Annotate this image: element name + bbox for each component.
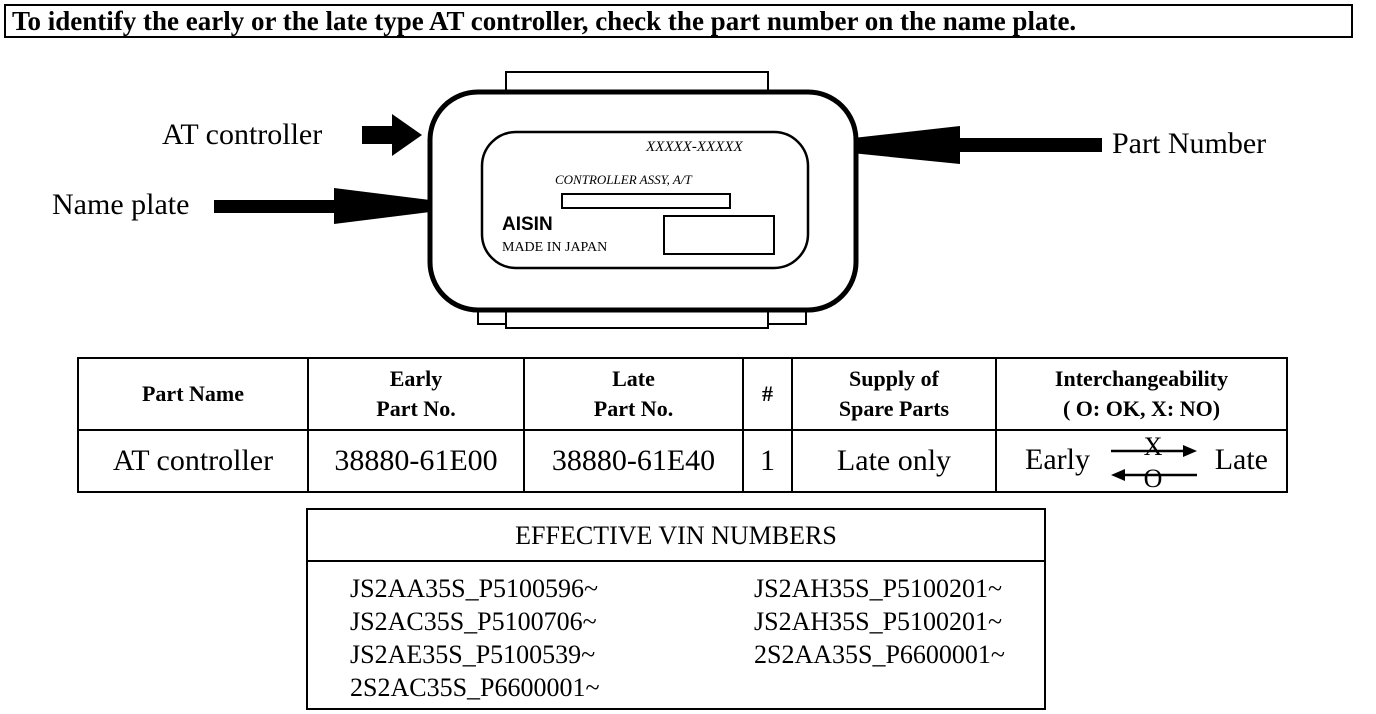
vin-left-column: JS2AA35S_P5100596~ JS2AC35S_P5100706~ JS…	[350, 572, 600, 704]
header-supply: Supply of Spare Parts	[791, 357, 997, 431]
effective-vin-box: EFFECTIVE VIN NUMBERS JS2AA35S_P5100596~…	[306, 508, 1046, 710]
plate-part-number: XXXXX-XXXXX	[646, 139, 743, 155]
interch-early-label: Early	[1025, 443, 1090, 476]
plate-assy-text: CONTROLLER ASSY, A/T	[555, 172, 692, 187]
cell-supply: Late only	[791, 429, 997, 493]
backward-mark: O	[1144, 464, 1163, 489]
vin-entry: JS2AC35S_P5100706~	[350, 607, 597, 636]
cell-interchangeability: Early X O Late	[995, 429, 1288, 493]
interch-late-label: Late	[1214, 443, 1268, 476]
at-controller-illustration	[427, 71, 859, 329]
header-interchangeability: Interchangeability ( O: OK, X: NO)	[995, 357, 1288, 431]
table-row: AT controller 38880-61E00 38880-61E40 1 …	[77, 429, 1288, 493]
forward-mark: X	[1144, 435, 1163, 461]
part-number-arrow	[782, 126, 1102, 164]
cell-late-part-no: 38880-61E40	[523, 429, 744, 493]
table-header-row: Part Name Early Part No. Late Part No. #…	[77, 357, 1288, 431]
header-late-part-no: Late Part No.	[523, 357, 744, 431]
instruction-banner: To identify the early or the late type A…	[4, 4, 1353, 38]
part-number-label: Part Number	[1112, 127, 1267, 160]
name-plate-label: Name plate	[52, 188, 190, 221]
vin-entry: JS2AA35S_P5100596~	[350, 574, 599, 603]
at-controller-label: AT controller	[162, 118, 323, 151]
cell-number: 1	[742, 429, 793, 493]
cell-part-name: AT controller	[77, 429, 309, 493]
vin-entry: JS2AH35S_P5100201~	[754, 574, 1003, 603]
plate-brand: AISIN	[502, 214, 553, 235]
name-plate-arrow	[214, 188, 478, 224]
vin-title: EFFECTIVE VIN NUMBERS	[308, 510, 1044, 562]
parts-table: Part Name Early Part No. Late Part No. #…	[77, 357, 1288, 493]
header-early-part-no: Early Part No.	[307, 357, 525, 431]
header-number: #	[742, 357, 793, 431]
vin-right-column: JS2AH35S_P5100201~ JS2AH35S_P5100201~ 2S…	[754, 572, 1005, 671]
vin-entry: 2S2AA35S_P6600001~	[754, 640, 1005, 669]
plate-origin: MADE IN JAPAN	[502, 240, 608, 255]
at-controller-arrow	[362, 114, 422, 156]
vin-entry: JS2AH35S_P5100201~	[754, 607, 1003, 636]
interchange-arrows-icon: X O	[1111, 435, 1197, 489]
header-part-name: Part Name	[77, 357, 309, 431]
vin-entry: 2S2AC35S_P6600001~	[350, 673, 600, 702]
vin-entry: JS2AE35S_P5100539~	[350, 640, 596, 669]
cell-early-part-no: 38880-61E00	[307, 429, 525, 493]
